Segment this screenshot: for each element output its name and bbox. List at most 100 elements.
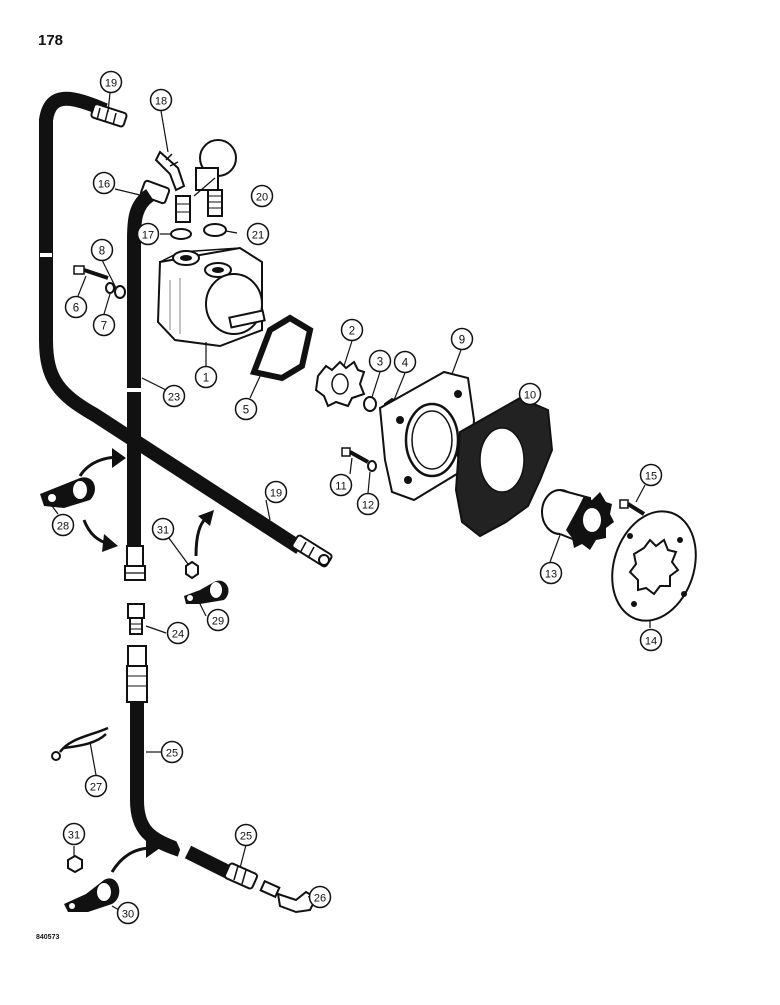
fitting-24 (127, 603, 145, 635)
drawing-code: 840573 (36, 934, 60, 941)
callout-label: 26 (314, 893, 326, 905)
callout-27: 27 (84, 774, 108, 798)
callout-15: 15 (639, 463, 663, 487)
callout-label: 30 (122, 909, 134, 921)
o-ring-17 (170, 228, 192, 240)
callout-label: 19 (270, 488, 282, 500)
drive-gear-2 (314, 360, 366, 408)
callout-label: 17 (142, 230, 154, 242)
callout-8: 8 (90, 238, 114, 262)
o-ring-21 (203, 223, 227, 237)
callout-31-upper: 31 (151, 517, 175, 541)
callout-31-lower: 31 (62, 822, 86, 846)
callout-19-bottom: 19 (264, 480, 288, 504)
callout-label: 8 (99, 246, 105, 258)
callout-label: 25 (240, 831, 252, 843)
callout-3: 3 (368, 349, 392, 373)
callout-label: 3 (377, 357, 383, 369)
callout-label: 25 (166, 748, 178, 760)
callout-7: 7 (92, 313, 116, 337)
callout-label: 31 (68, 830, 80, 842)
callout-26: 26 (308, 885, 332, 909)
bolt-15 (619, 499, 646, 516)
callout-1: 1 (194, 365, 218, 389)
callout-9: 9 (450, 327, 474, 351)
bolt-11 (341, 447, 369, 464)
callout-28: 28 (51, 513, 75, 537)
callout-label: 24 (172, 629, 184, 641)
callout-label: 10 (524, 390, 536, 402)
bolt-6 (73, 265, 109, 280)
pressure-hose-23 (124, 189, 155, 581)
callout-18: 18 (149, 88, 173, 112)
callout-5: 5 (234, 397, 258, 421)
callout-label: 19 (105, 78, 117, 90)
coupling-13 (541, 489, 614, 550)
gasket-5 (249, 314, 314, 382)
callout-label: 27 (90, 782, 102, 794)
hose-25 (126, 645, 258, 890)
callout-12: 12 (356, 492, 380, 516)
callout-label: 23 (168, 392, 180, 404)
callout-label: 14 (645, 636, 657, 648)
arrow-icon (194, 510, 214, 557)
arrow-icon (82, 519, 118, 552)
arrow-icon (110, 838, 160, 873)
callout-label: 6 (73, 303, 79, 315)
elbow-fitting-20 (195, 139, 237, 217)
callout-16: 16 (92, 171, 116, 195)
strap-27 (51, 726, 109, 761)
callout-23: 23 (162, 384, 186, 408)
callout-11: 11 (329, 473, 353, 497)
clamp-29 (184, 580, 229, 604)
callout-25-upper: 25 (160, 740, 184, 764)
callout-24: 24 (166, 621, 190, 645)
callout-label: 13 (545, 569, 557, 581)
callout-20: 20 (250, 184, 274, 208)
callout-label: 21 (252, 230, 264, 242)
washer-12 (367, 460, 377, 472)
callout-30: 30 (116, 901, 140, 925)
callout-label: 15 (645, 471, 657, 483)
page-number: 178 (38, 32, 64, 49)
callout-label: 29 (212, 616, 224, 628)
clamp-30 (64, 878, 120, 912)
callout-2: 2 (340, 318, 364, 342)
callout-label: 9 (459, 335, 465, 347)
callout-label: 18 (155, 96, 167, 108)
callout-label: 28 (57, 521, 69, 533)
callout-label: 1 (203, 373, 209, 385)
callout-21: 21 (246, 222, 270, 246)
callout-14: 14 (639, 628, 663, 652)
callout-label: 5 (243, 405, 249, 417)
callout-label: 31 (157, 525, 169, 537)
callout-label: 16 (98, 179, 110, 191)
callout-label: 11 (335, 481, 346, 493)
nut-31 (67, 854, 83, 874)
clamp-28 (40, 477, 95, 508)
elbow-fitting-26 (259, 879, 318, 914)
callout-label: 7 (101, 321, 107, 333)
callout-17: 17 (136, 222, 160, 246)
adapter-plate-9 (378, 370, 476, 502)
washer-3 (363, 396, 377, 412)
gasket-10 (454, 396, 554, 538)
callout-6: 6 (64, 295, 88, 319)
callout-10: 10 (518, 382, 542, 406)
nut-31 (185, 560, 199, 580)
washer-8 (114, 285, 126, 299)
callout-4: 4 (393, 350, 417, 374)
washer-7 (105, 282, 115, 294)
flange-plate-14 (611, 510, 697, 622)
callout-label: 2 (349, 326, 355, 338)
callout-label: 12 (362, 500, 374, 512)
callout-label: 20 (256, 192, 268, 204)
return-hose-19 (39, 91, 333, 568)
callout-13: 13 (539, 561, 563, 585)
callout-label: 4 (402, 358, 409, 370)
hydraulic-pump-1 (156, 246, 266, 348)
callout-19-top: 19 (99, 70, 123, 94)
callout-25-lower: 25 (234, 823, 258, 847)
